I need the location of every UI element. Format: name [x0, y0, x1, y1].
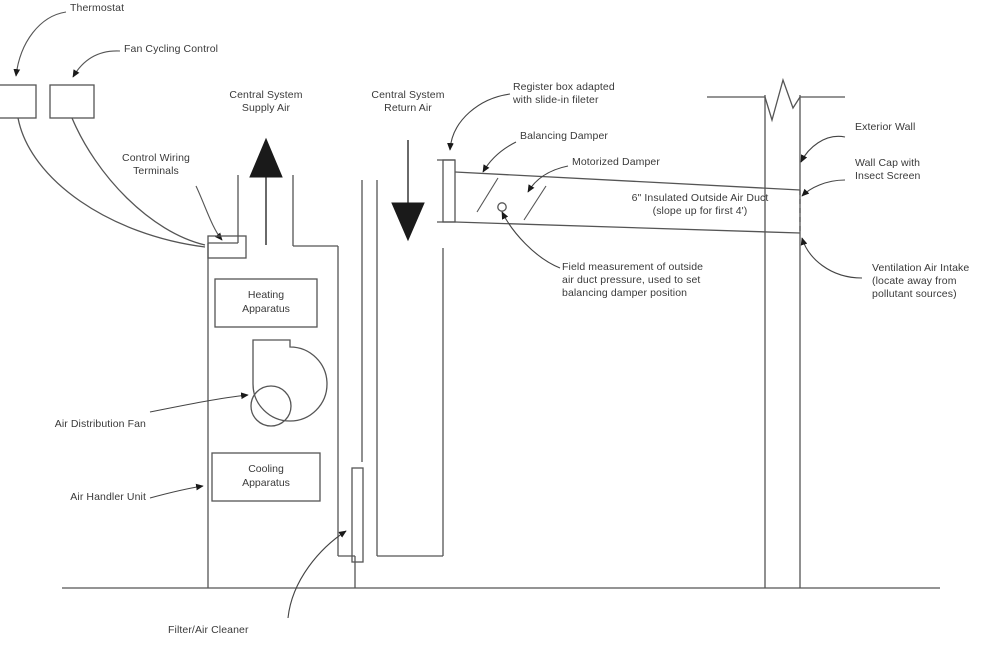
- pressure-tap-port: [497, 202, 507, 212]
- fan-control-leader: [72, 50, 121, 78]
- register-box-element: [442, 159, 456, 223]
- label-cooling-apparatus: Cooling Apparatus: [242, 463, 290, 489]
- thermostat-device-box: [0, 84, 37, 119]
- label-filter-air-cleaner: Filter/Air Cleaner: [168, 624, 249, 636]
- fan-cycling-control-box: [49, 84, 95, 119]
- label-central-system-supply-air: Central System Supply Air: [229, 89, 303, 114]
- fan-control-wire: [71, 117, 206, 246]
- motorized-damper-leader: [527, 165, 569, 193]
- air-distribution-blower-scroll: [252, 339, 328, 422]
- cooling-apparatus-box: [211, 452, 321, 502]
- thermostat-wire: [17, 117, 206, 248]
- label-register-box: Register box adapted with slide-in filet…: [513, 81, 615, 106]
- exterior-wall-leader: [800, 135, 846, 163]
- filter-leader: [287, 530, 347, 619]
- control-wiring-leader: [195, 185, 223, 241]
- label-outside-air-duct: 6" Insulated Outside Air Duct (slope up …: [631, 192, 769, 217]
- label-field-measurement: Field measurement of outside air duct pr…: [562, 261, 704, 299]
- label-exterior-wall: Exterior Wall: [855, 121, 916, 133]
- balancing-damper-blade: [476, 177, 499, 213]
- label-thermostat: Thermostat: [70, 2, 125, 14]
- air-distribution-fan-leader: [149, 392, 249, 413]
- label-wall-cap: Wall Cap with Insect Screen: [855, 157, 921, 182]
- filter-air-cleaner-element: [351, 467, 364, 563]
- airflow-arrows: [249, 137, 425, 245]
- label-heating-apparatus: Heating Apparatus: [242, 289, 290, 315]
- label-ventilation-air-intake: Ventilation Air Intake (locate away from…: [872, 262, 970, 300]
- motorized-damper-blade: [523, 185, 547, 221]
- outside-air-duct-bottom: [454, 221, 801, 234]
- balancing-damper-leader: [482, 141, 517, 173]
- blower-hub: [250, 385, 292, 427]
- label-central-system-return-air: Central System Return Air: [371, 89, 445, 114]
- ventilation-intake-leader: [800, 237, 863, 279]
- thermostat-leader: [13, 11, 67, 77]
- wall-cap-leader: [801, 179, 846, 197]
- wall-break-symbol: [707, 77, 845, 123]
- label-fan-cycling-control: Fan Cycling Control: [124, 43, 219, 55]
- control-wiring-terminal-box: [207, 235, 247, 259]
- return-air-arrow: [391, 202, 425, 242]
- field-measurement-leader: [501, 211, 561, 269]
- leader-lines: [149, 93, 863, 619]
- register-box-leader: [447, 93, 511, 151]
- outside-air-duct-top: [454, 171, 801, 191]
- label-motorized-damper: Motorized Damper: [572, 156, 660, 168]
- label-balancing-damper: Balancing Damper: [520, 130, 608, 142]
- label-air-handler-unit: Air Handler Unit: [70, 491, 146, 503]
- air-handler-unit-leader: [149, 483, 204, 499]
- label-air-distribution-fan: Air Distribution Fan: [54, 418, 146, 430]
- supply-air-arrow: [249, 137, 283, 178]
- label-control-wiring-terminals: Control Wiring Terminals: [122, 152, 190, 177]
- heating-apparatus-box: [214, 278, 318, 328]
